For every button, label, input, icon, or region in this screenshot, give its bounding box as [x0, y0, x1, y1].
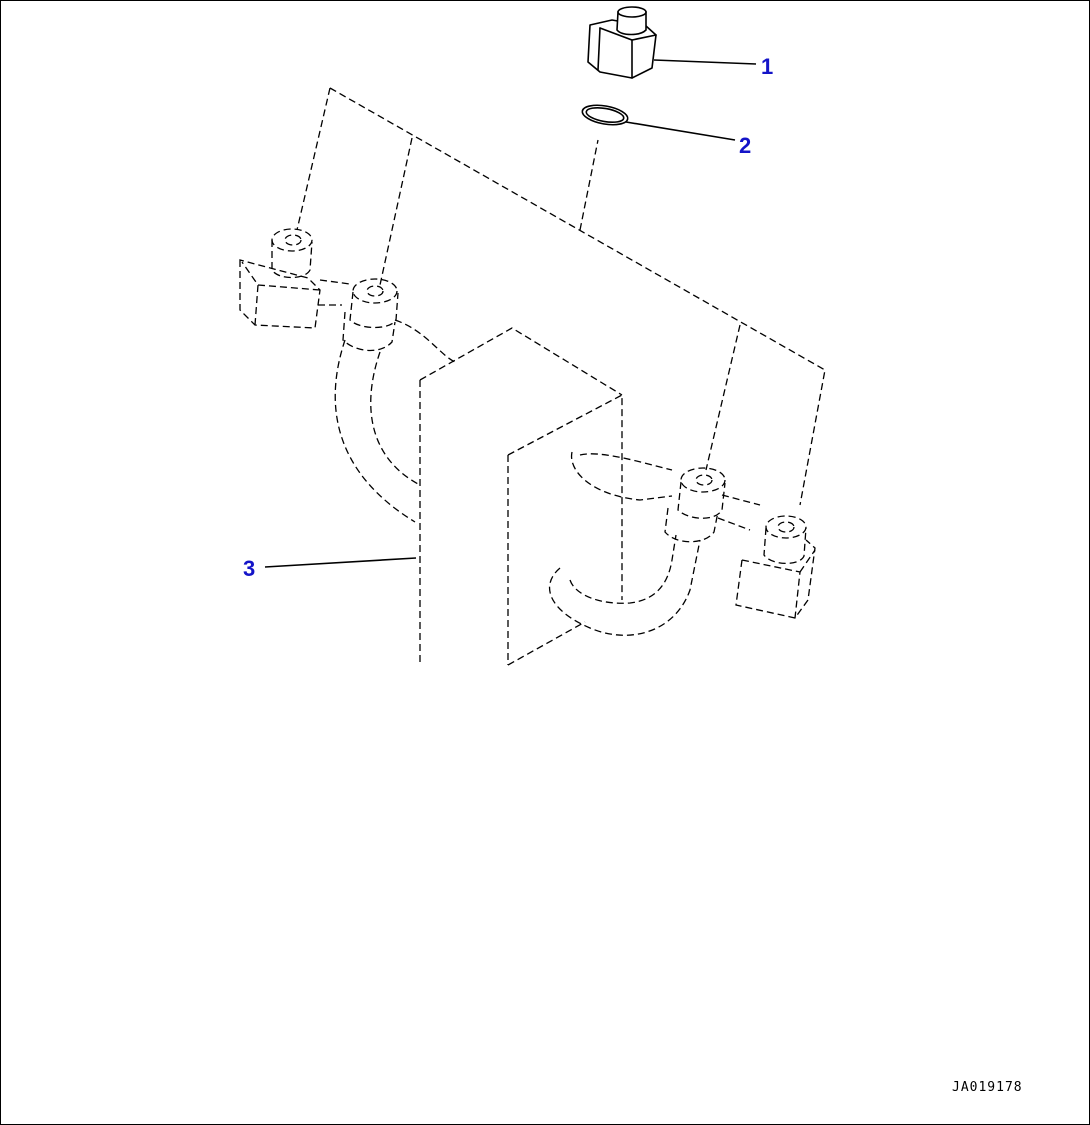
leader-1 [653, 59, 757, 65]
tank-outline [296, 87, 826, 666]
callout-1: 1 [761, 54, 773, 79]
drawing-code: JA019178 [952, 1080, 1023, 1095]
callout-3: 3 [243, 556, 255, 581]
left-valve-assembly [239, 228, 399, 352]
hose-right [549, 451, 701, 636]
plug-part [587, 6, 657, 79]
right-valve-assembly [664, 467, 816, 619]
leader-3 [264, 557, 417, 568]
callout-2: 2 [739, 133, 751, 158]
o-ring-part [581, 104, 629, 126]
leader-2 [625, 121, 736, 141]
hose-left [334, 319, 456, 523]
